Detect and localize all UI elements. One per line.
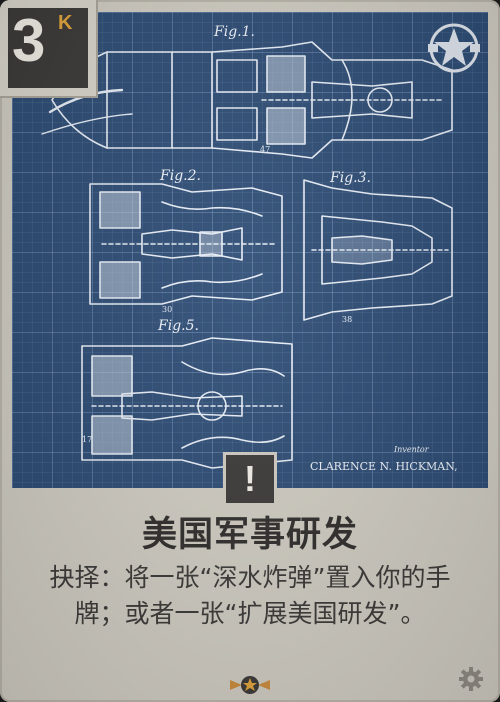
- svg-text:17: 17: [82, 435, 92, 444]
- fig2-label: Fig.2.: [159, 168, 201, 184]
- card-body: 抉择：将一张“深水炸弹”置入你的手牌；或者一张“扩展美国研发”。: [49, 563, 451, 628]
- cost-background: [8, 8, 88, 88]
- inventor-name: CLARENCE N. HICKMAN,: [310, 460, 458, 473]
- inventor-label: Inventor: [393, 445, 430, 454]
- cost-suffix: K: [58, 12, 73, 34]
- svg-text:47: 47: [260, 145, 270, 154]
- cost-badge: 3 K: [0, 0, 98, 98]
- cost-value: 3: [12, 7, 46, 74]
- card-title: 美国军事研发: [141, 515, 358, 555]
- us-star-icon: [428, 22, 480, 74]
- blueprint-labels: Fig.1. Fig.2. Fig.3. Fig.5. Inventor CLA…: [157, 24, 458, 473]
- svg-text:30: 30: [162, 305, 172, 314]
- gear-icon[interactable]: [458, 666, 484, 692]
- fig1-label: Fig.1.: [213, 24, 255, 40]
- svg-text:38: 38: [342, 315, 352, 324]
- blueprint-drawing: 47 30 38 17: [41, 41, 453, 469]
- fig3-label: Fig.3.: [329, 170, 371, 186]
- exclamation-icon: !: [223, 452, 277, 506]
- fig5-label: Fig.5.: [157, 318, 199, 334]
- event-glyph: !: [244, 458, 256, 499]
- rank-chevron-star-icon: [228, 674, 272, 696]
